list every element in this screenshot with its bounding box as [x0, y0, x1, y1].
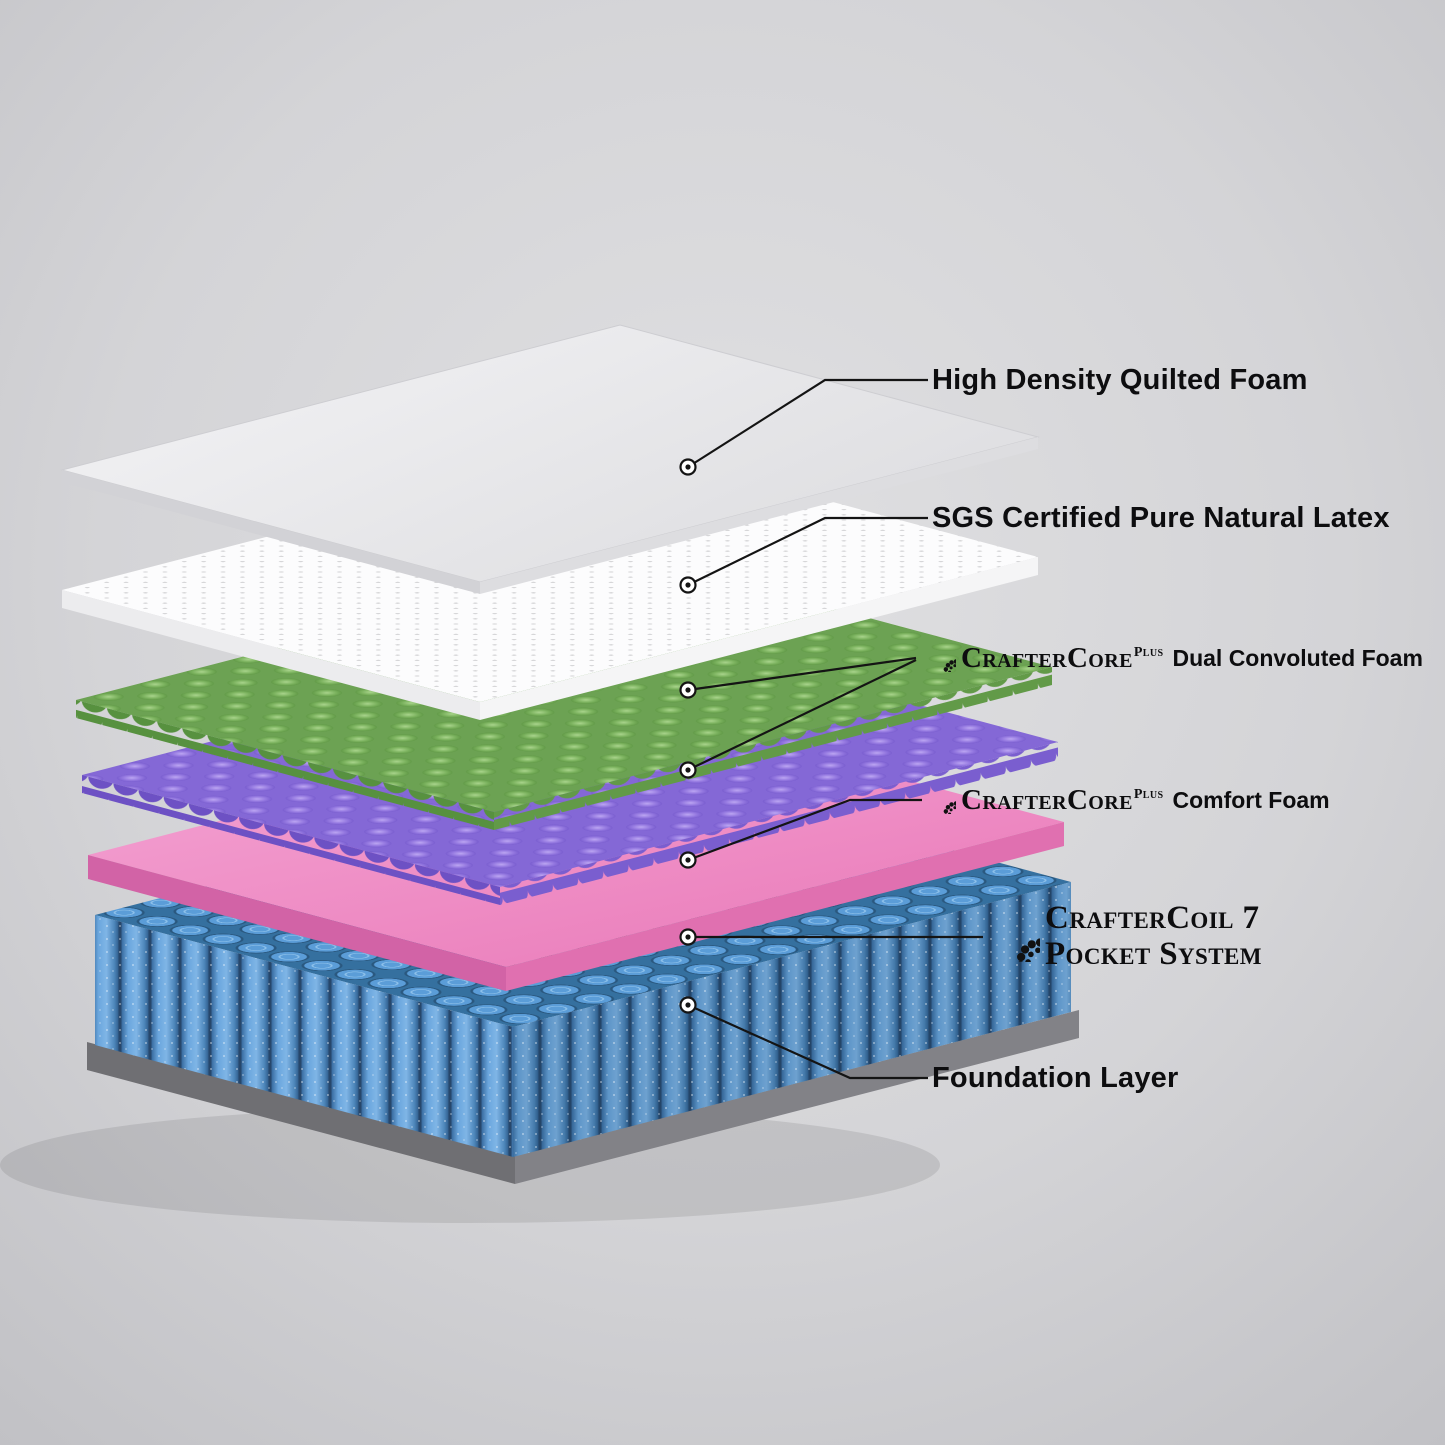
craftercoil-logo-icon: [988, 910, 1040, 962]
plus-superscript: Plus: [1133, 645, 1164, 661]
plus-superscript: Plus: [1133, 787, 1164, 803]
leader-latex: [687, 516, 928, 586]
layer-quilted-foam: [60, 324, 1040, 594]
comfort-foam-text: Comfort Foam: [1172, 786, 1330, 813]
craftercore-logo-icon: [928, 644, 956, 672]
craftercore-name: CrafterCore: [961, 641, 1133, 674]
anchor-dot-green: [679, 681, 697, 699]
anchor-dot-purple: [679, 761, 697, 779]
craftercoil-wordmark: CrafterCoil 7 Pocket System: [1045, 900, 1262, 973]
anchor-dot-pink: [679, 851, 697, 869]
craftercore-wordmark: CrafterCorePlus: [961, 785, 1163, 815]
label-sgs-natural-latex: SGS Certified Pure Natural Latex: [932, 498, 1390, 538]
craftercore-wordmark: CrafterCorePlus: [961, 643, 1163, 673]
label-comfort-foam: CrafterCorePlus Comfort Foam: [928, 780, 1330, 820]
leader-lines: [679, 378, 983, 1080]
craftercore-name: CrafterCore: [961, 783, 1133, 816]
anchor-dot-coils: [679, 928, 697, 946]
leader-quilted: [687, 378, 928, 468]
craftercore-logo-icon: [928, 786, 956, 814]
leader-convoluted-green: [687, 656, 917, 692]
craftercoil-line1: CrafterCoil 7: [1045, 899, 1260, 936]
label-dual-convoluted-foam: CrafterCorePlus Dual Convoluted Foam: [928, 638, 1423, 678]
leader-convoluted-purple: [687, 659, 917, 771]
craftercoil-line2: Pocket System: [1045, 936, 1262, 972]
label-foundation-layer: Foundation Layer: [932, 1058, 1179, 1098]
latex-text: SGS Certified Pure Natural Latex: [932, 501, 1390, 534]
quilted-foam-text: High Density Quilted Foam: [932, 363, 1308, 396]
leader-foundation: [687, 1003, 928, 1080]
anchor-dot-foundation: [679, 996, 697, 1014]
foundation-layer-text: Foundation Layer: [932, 1061, 1179, 1094]
dual-convoluted-foam-text: Dual Convoluted Foam: [1172, 644, 1423, 671]
label-high-density-quilted-foam: High Density Quilted Foam: [932, 360, 1308, 400]
anchor-dot-quilted: [679, 458, 697, 476]
leader-comfort: [687, 798, 922, 862]
label-craftercoil-pocket-system: CrafterCoil 7 Pocket System: [988, 894, 1262, 978]
layer-foundation: [87, 1010, 1079, 1184]
anchor-dot-latex: [679, 576, 697, 594]
